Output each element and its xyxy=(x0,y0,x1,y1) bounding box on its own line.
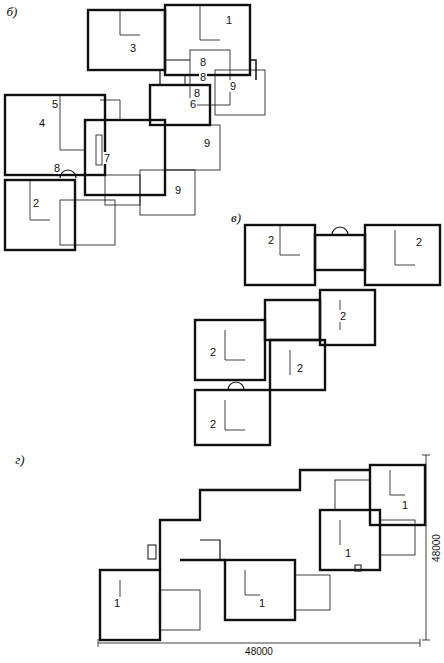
partition-line xyxy=(340,520,341,545)
partition-line xyxy=(100,100,120,120)
room-number: 2 xyxy=(267,234,275,246)
terrace-outline xyxy=(60,200,115,245)
partition-line xyxy=(159,70,160,85)
room-number: 8 xyxy=(199,71,207,83)
stair-symbol xyxy=(228,382,244,390)
terrace-outline xyxy=(215,70,265,115)
balcony xyxy=(250,60,256,80)
partition-line xyxy=(290,350,291,375)
room-number: 6 xyxy=(189,98,197,110)
partition-line xyxy=(165,60,190,61)
partition-line xyxy=(60,95,85,150)
column xyxy=(355,565,361,571)
figure-letter: г) xyxy=(14,454,25,466)
apartment-wall xyxy=(365,225,440,285)
corridor-wall xyxy=(180,559,225,561)
apartment-wall xyxy=(85,120,165,195)
room-number: 8 xyxy=(199,56,207,68)
terrace-outline xyxy=(380,520,415,555)
dimension-text: 48000 xyxy=(244,646,274,658)
corridor-wall xyxy=(160,470,370,570)
dimension-tick xyxy=(422,640,430,641)
dimension-text: 48000 xyxy=(431,533,443,563)
room-number: 1 xyxy=(344,547,352,559)
partition-line xyxy=(185,75,186,85)
stair-hall xyxy=(315,235,365,270)
partition-line xyxy=(225,400,245,430)
apartment-wall xyxy=(100,570,160,640)
terrace-outline xyxy=(105,175,140,205)
figure-letter: б) xyxy=(6,6,19,18)
apartment-wall xyxy=(165,5,250,75)
partition-line xyxy=(280,225,300,255)
dimension-tick xyxy=(422,455,430,456)
dimension-tick xyxy=(420,639,421,647)
room-number: 1 xyxy=(225,14,233,26)
room-number: 3 xyxy=(129,42,137,54)
partition-line xyxy=(225,330,245,360)
room-number: 9 xyxy=(229,80,237,92)
dimension-line xyxy=(98,643,420,644)
room-number: 1 xyxy=(401,499,409,511)
apartment-wall xyxy=(320,510,380,570)
stair-symbol xyxy=(96,135,102,165)
corridor-wall xyxy=(200,540,220,560)
figure-letter: в) xyxy=(230,212,242,224)
room-number: 1 xyxy=(258,597,266,609)
dimension-line xyxy=(426,455,427,640)
apartment-wall xyxy=(320,290,375,345)
terrace-outline xyxy=(165,125,220,170)
terrace-outline xyxy=(160,590,200,630)
stair-symbol xyxy=(60,170,76,178)
room-number: 7 xyxy=(103,152,111,164)
apartment-wall xyxy=(245,225,315,285)
terrace-outline xyxy=(335,480,370,510)
apartment-wall xyxy=(225,560,295,620)
room-number: 9 xyxy=(174,184,182,196)
room-number: 2 xyxy=(339,310,347,322)
partition-line xyxy=(200,5,220,40)
partition-line xyxy=(390,470,405,495)
dimension-tick xyxy=(98,639,99,647)
partition-line xyxy=(245,570,260,595)
partition-line xyxy=(120,10,140,35)
room-number: 2 xyxy=(296,362,304,374)
room-number: 2 xyxy=(209,346,217,358)
apartment-wall xyxy=(5,180,75,250)
stair-symbol xyxy=(148,545,156,559)
apartment-wall xyxy=(195,390,270,445)
apartment-wall xyxy=(5,95,105,175)
room-number: 2 xyxy=(415,236,423,248)
partition-line xyxy=(395,230,415,265)
apartment-wall xyxy=(88,10,165,70)
apartment-wall xyxy=(370,465,425,525)
terrace-outline xyxy=(140,170,195,215)
room-number: 2 xyxy=(32,197,40,209)
room-number: 2 xyxy=(209,418,217,430)
partition-line xyxy=(30,180,50,220)
room-number: 4 xyxy=(38,117,46,129)
terrace-outline xyxy=(295,575,330,610)
room-number: 8 xyxy=(53,162,61,174)
apartment-wall xyxy=(270,340,325,390)
room-number: 5 xyxy=(51,98,59,110)
room-number: 9 xyxy=(203,137,211,149)
stair-symbol xyxy=(332,227,348,235)
room-number: 1 xyxy=(113,597,121,609)
apartment-wall xyxy=(195,320,265,380)
stair-hall xyxy=(265,300,320,340)
